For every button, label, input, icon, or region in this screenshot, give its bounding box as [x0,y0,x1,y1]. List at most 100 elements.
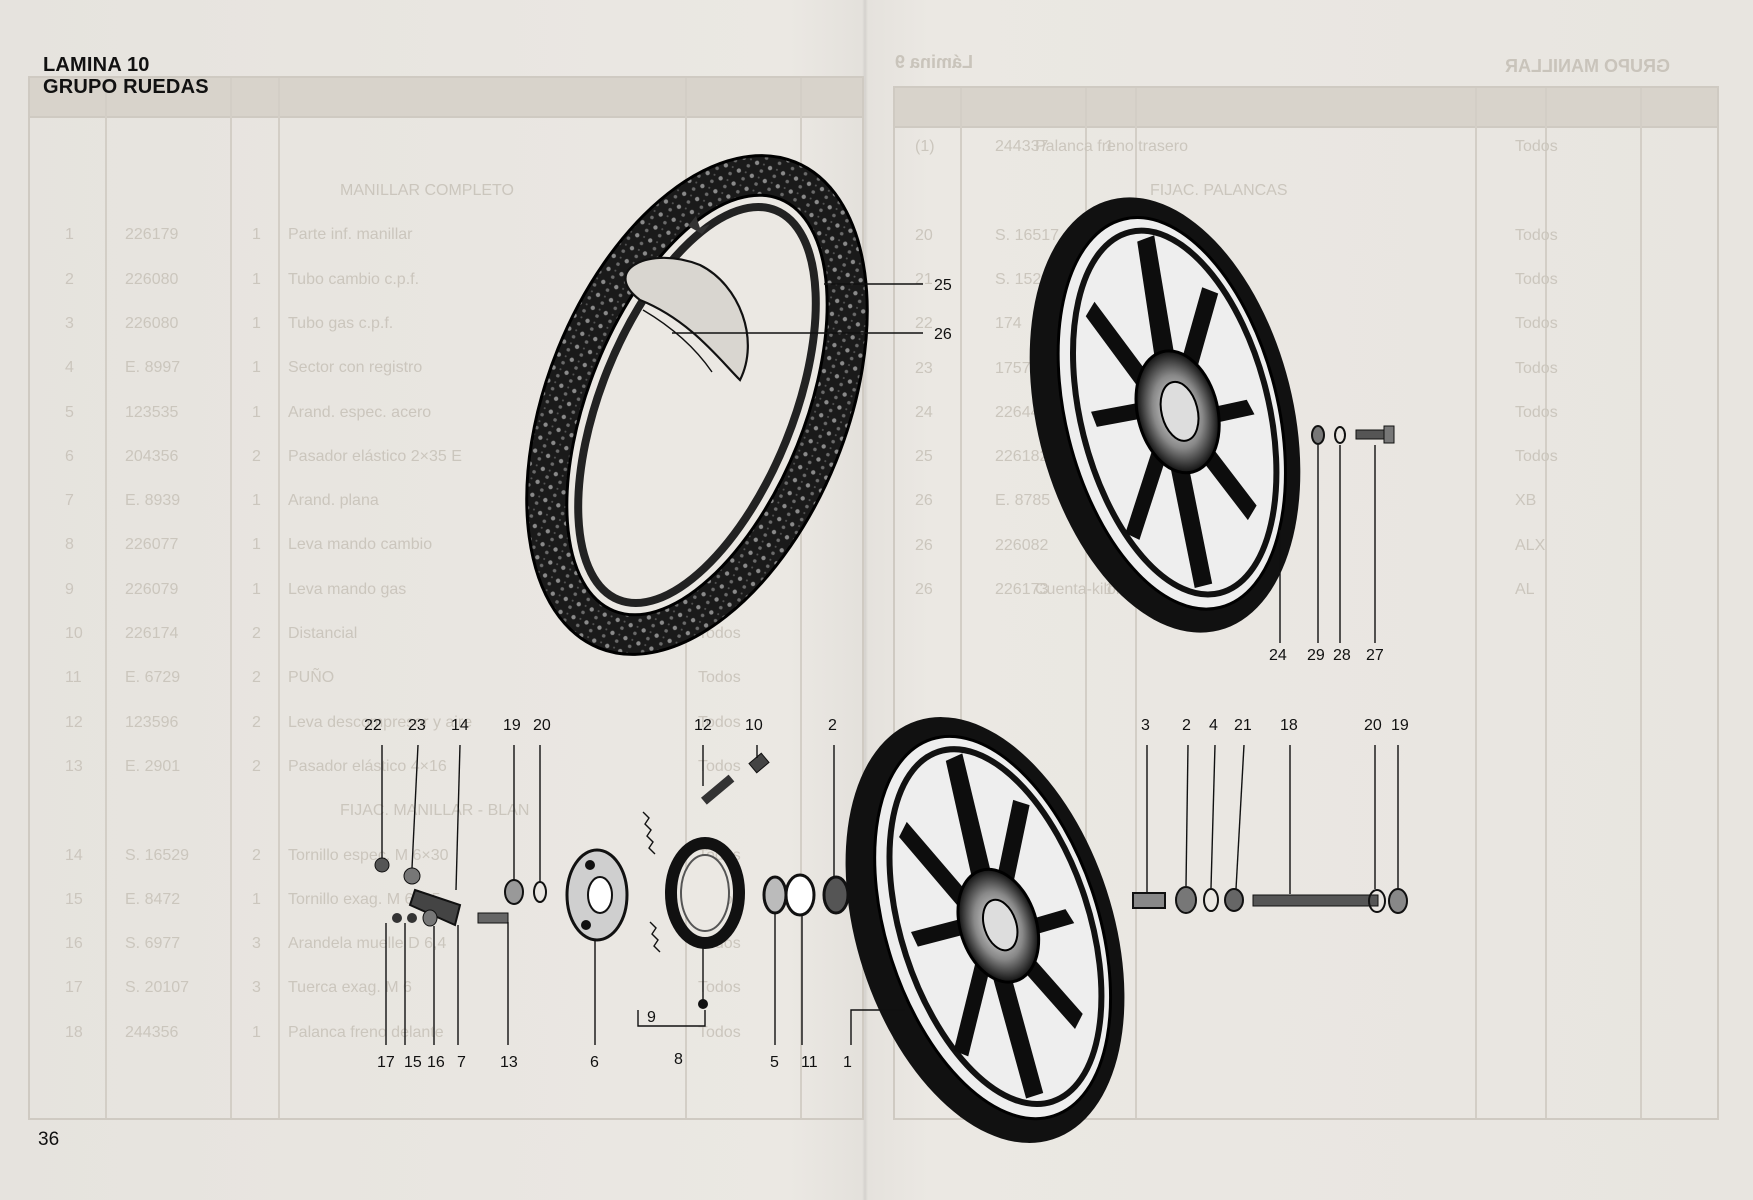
show-through-desc: Leva descompresor y aire [288,713,473,731]
callout-22: 22 [364,717,382,734]
show-through-ref: 3 [65,314,74,332]
show-through-desc: PUÑO [288,669,335,687]
leader-lines [381,283,1399,1045]
show-through-qty: 1 [252,492,261,510]
show-through-model: ALX [1515,536,1546,554]
show-through-desc: Arand. espec. acero [288,403,432,421]
callout-10: 10 [745,717,763,734]
show-through-ref: 9 [65,580,74,598]
show-through-model: Todos [1515,138,1558,155]
show-through-ref: 7 [65,492,74,510]
show-through-desc: Tornillo exag. M 6×25 [288,890,441,908]
show-through-qty: 1 [252,536,261,554]
callout-11: 11 [801,1054,818,1071]
callout-24: 24 [1269,647,1287,664]
show-through-desc: Arand. plana [288,492,379,510]
show-through-part: S. 20107 [125,979,190,997]
callout-21: 21 [1234,717,1252,734]
callout-19: 19 [503,717,521,734]
show-through-model: Todos [698,713,741,731]
show-through-part: S. 6977 [125,935,181,953]
show-through-ref: 15 [65,890,83,908]
show-through-desc: Pasador elástico 4×16 [288,757,447,775]
show-through-ref: 11 [65,669,82,687]
show-through-desc: Parte inf. manillar [288,226,413,244]
show-through-ref: 17 [65,979,83,997]
show-through-ref: (1) [915,138,935,155]
show-through-desc: Palanca freno trasero [1035,138,1188,155]
show-through-model: Todos [698,1023,741,1041]
show-through-qty: 3 [252,979,261,997]
sheet-number-heading: LAMINA 10 [43,54,150,76]
show-through-part: E. 8785 [995,492,1051,510]
show-through-part: 123596 [125,713,179,731]
show-through-ref: 2 [65,270,74,288]
show-through-desc: Distancial [288,625,358,642]
callout-29: 29 [1307,647,1325,664]
show-through-desc: Sector con registro [288,359,423,377]
show-through-desc: Pasador elástico 2×35 E [288,447,462,465]
callout-2b: 2 [1182,717,1191,734]
show-through-part: 226079 [125,580,179,598]
callout-8: 8 [674,1051,683,1068]
callout-18: 18 [1280,717,1298,734]
show-through-ref: 26 [915,492,933,510]
callout-1: 1 [843,1054,852,1071]
callout-3: 3 [1141,717,1150,734]
show-through-ref: 24 [915,403,933,421]
callout-4: 4 [1209,717,1218,734]
show-through-part: 244337 [995,138,1049,155]
callout-17: 17 [377,1054,395,1071]
show-through-part: 226182 [995,448,1049,466]
show-through-section-title: FIJAC. MANILLAR - BLAN [340,802,530,820]
show-through-qty: 1 [252,1023,261,1041]
show-through-qty: 1 [252,270,261,288]
show-through-desc: Arandela muelle D 6,4 [288,935,447,953]
show-through-part: S. 16529 [125,846,190,864]
show-through-ref: 4 [65,359,74,377]
group-title-heading: GRUPO RUEDAS [43,76,209,98]
callout-26: 26 [934,326,952,343]
show-through-desc: Leva mando gas [288,580,407,598]
callout-15: 15 [404,1054,422,1071]
show-through-part: 226179 [125,226,179,244]
inner-tube [624,256,749,382]
show-through-qty: 2 [252,713,261,731]
show-through-desc: Tuerca exag. M 6 [288,979,412,997]
show-through-model: Todos [698,757,741,775]
callout-12: 12 [694,717,712,734]
show-through-qty: 1 [252,580,261,598]
callout-6: 6 [590,1054,599,1071]
show-through-model: AL [1515,581,1535,598]
callout-9: 9 [647,1009,656,1026]
callout-20b: 20 [1364,717,1382,734]
show-through-ref: 26 [915,581,933,598]
show-through-part: E. 8472 [125,890,181,908]
callout-19b: 19 [1391,717,1409,734]
show-through-desc: Tubo cambio c.p.f. [288,270,420,288]
show-through-part: E. 8939 [125,492,181,510]
callout-2: 2 [828,717,837,734]
callout-25: 25 [934,277,952,294]
show-through-ref: 14 [65,846,83,864]
axle-parts-right [1132,425,1408,914]
show-through-ref: 8 [65,536,74,554]
show-through-part: 226174 [125,625,179,642]
show-through-part: 226080 [125,314,179,332]
show-through-ref: 13 [65,757,83,775]
show-through-qty: 1 [252,226,261,244]
show-through-desc: Tubo gas c.p.f. [288,314,394,332]
show-through-qty: 1 [252,890,261,908]
show-through-ref: 1 [65,226,74,244]
brake-parts-left [374,752,850,953]
show-through-part: 123535 [125,403,179,421]
show-through-qty: 1 [1105,138,1114,155]
show-through-model: Todos [1515,226,1558,244]
show-through-part: 226173 [995,581,1049,598]
show-through-part: E. 6729 [125,669,181,687]
show-through-model: Todos [1515,270,1558,288]
show-through-qty: 1 [252,403,261,421]
show-through-part: 226082 [995,536,1049,554]
